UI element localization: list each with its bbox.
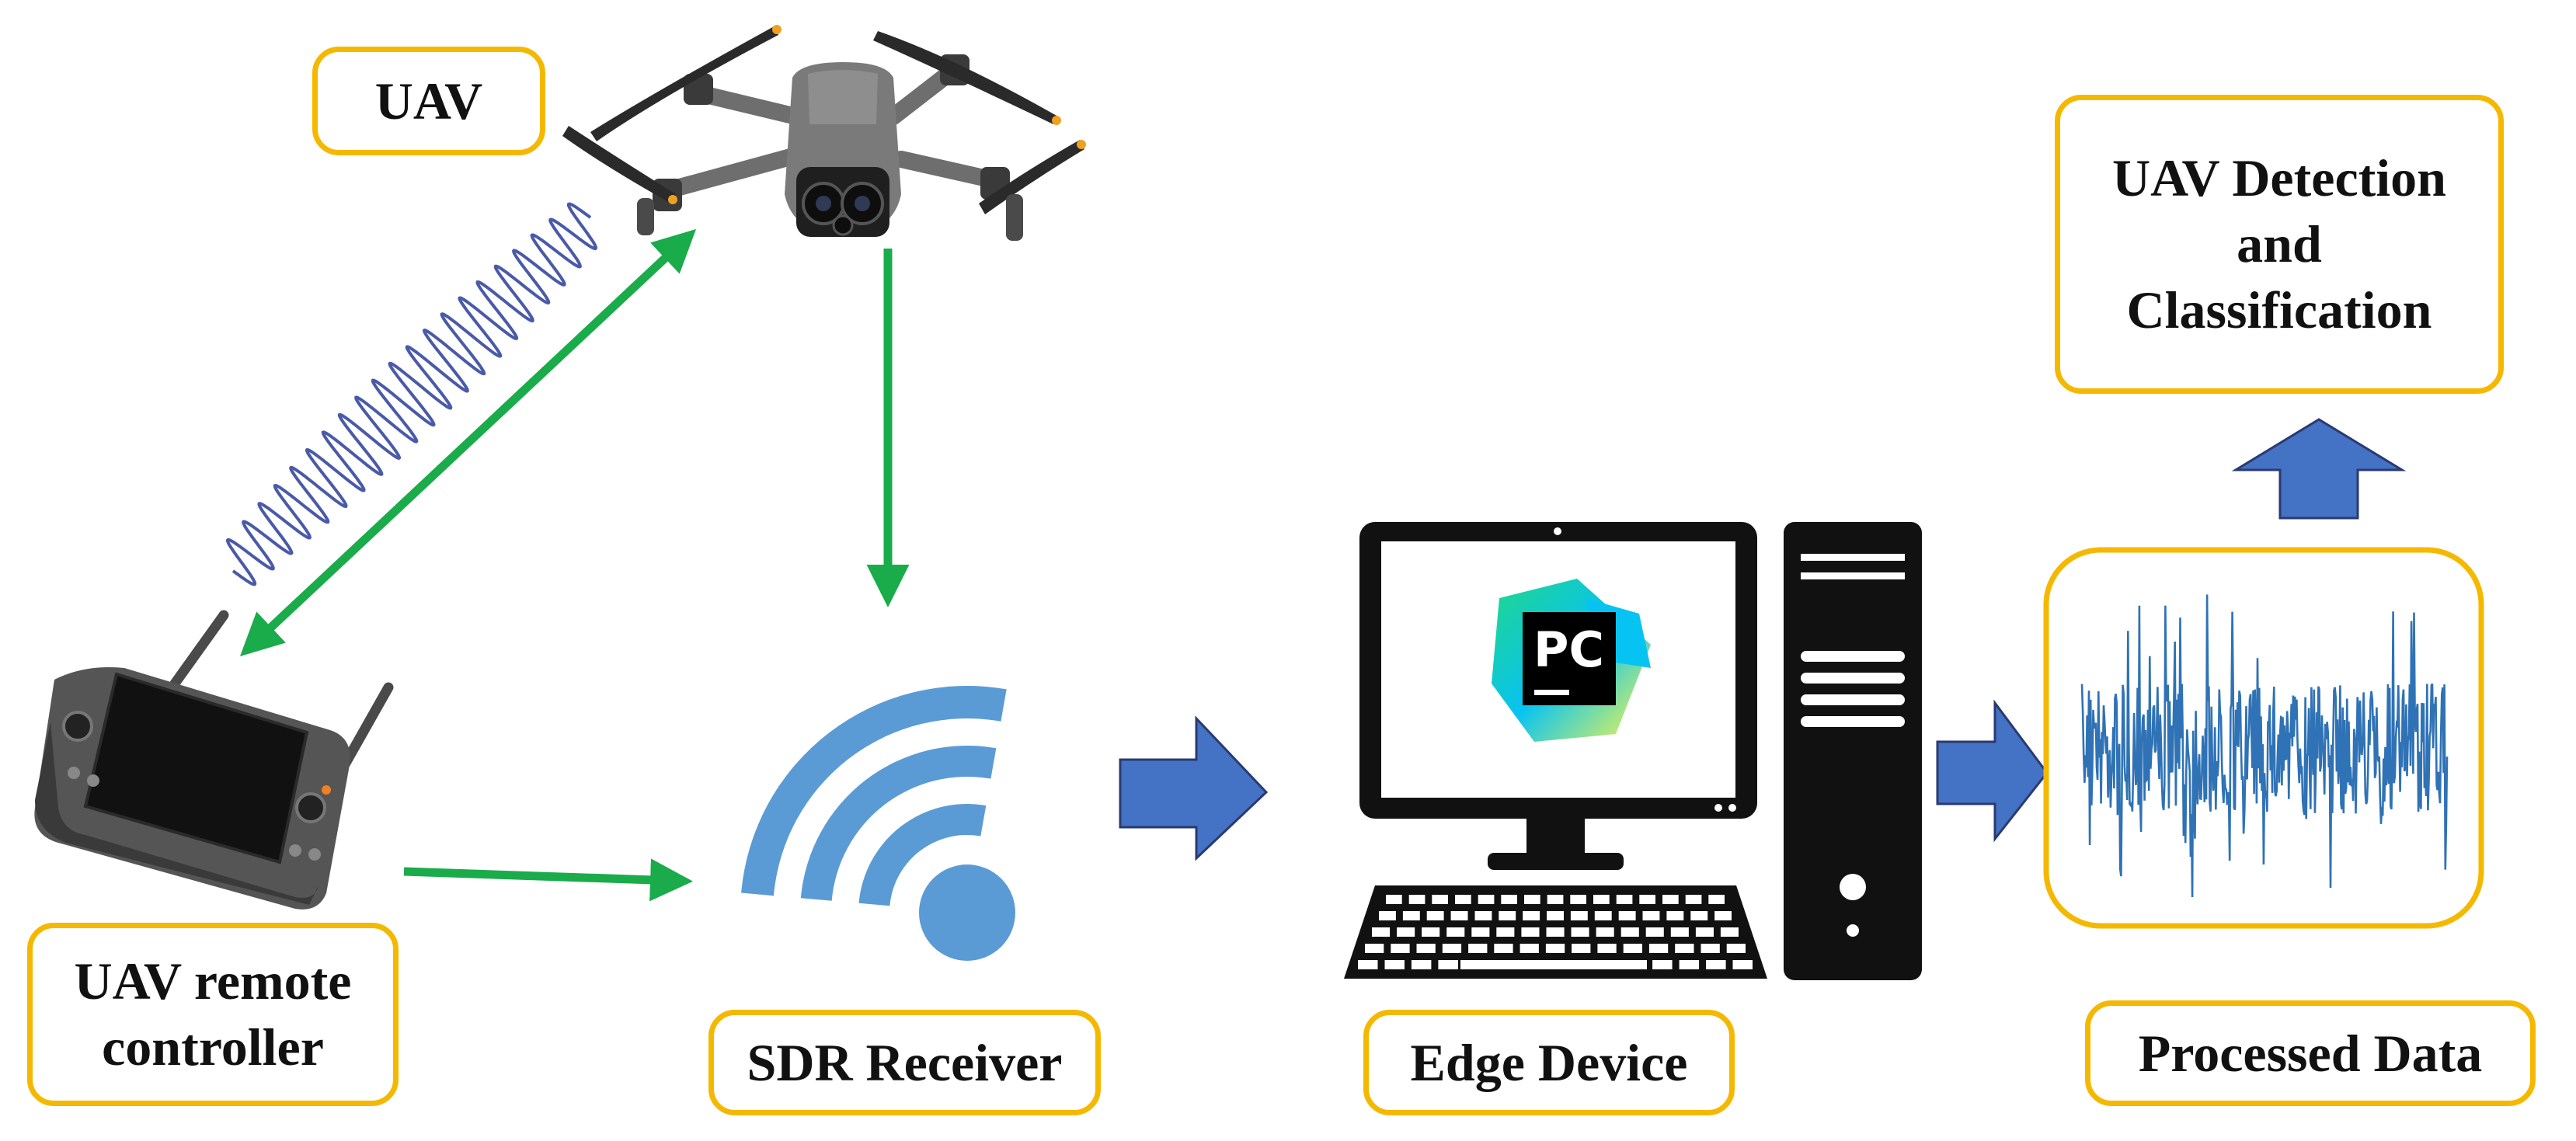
drone-icon <box>562 25 1086 241</box>
detection-classification-label: UAV Detection and Classification <box>2055 95 2504 394</box>
pc-tower-icon <box>1784 522 1922 980</box>
remote-controller-icon <box>34 610 394 910</box>
link-arrows <box>239 228 910 902</box>
signal-waveform <box>2080 594 2449 898</box>
uav-controller-bidirectional-arrow <box>239 228 697 657</box>
computer-monitor-icon <box>1359 522 1757 870</box>
keyboard-icon <box>1344 885 1767 979</box>
pycharm-logo-text: PC <box>1533 621 1604 678</box>
pycharm-logo-icon: PC <box>1492 579 1651 742</box>
processed-data-label: Processed Data <box>2085 1000 2536 1106</box>
data-to-detection-arrow <box>2231 418 2407 520</box>
edge-to-data-arrow <box>1936 699 2049 843</box>
flow-arrows <box>1119 418 2407 861</box>
wifi-arc-1 <box>858 804 987 906</box>
uav-label: UAV <box>312 47 545 155</box>
wifi-receiver-icon <box>741 686 1015 961</box>
processed-data-box <box>2043 547 2484 929</box>
edge-device-label: Edge Device <box>1363 1010 1735 1115</box>
sdr-to-edge-arrow <box>1119 715 1269 861</box>
wifi-arc-3 <box>741 686 1007 896</box>
wifi-arc-2 <box>800 746 997 901</box>
remote-controller-label: UAV remote controller <box>27 923 399 1106</box>
sdr-receiver-label: SDR Receiver <box>708 1010 1101 1115</box>
rf-wave-icon <box>225 202 598 586</box>
controller-to-sdr-arrow <box>403 858 693 902</box>
